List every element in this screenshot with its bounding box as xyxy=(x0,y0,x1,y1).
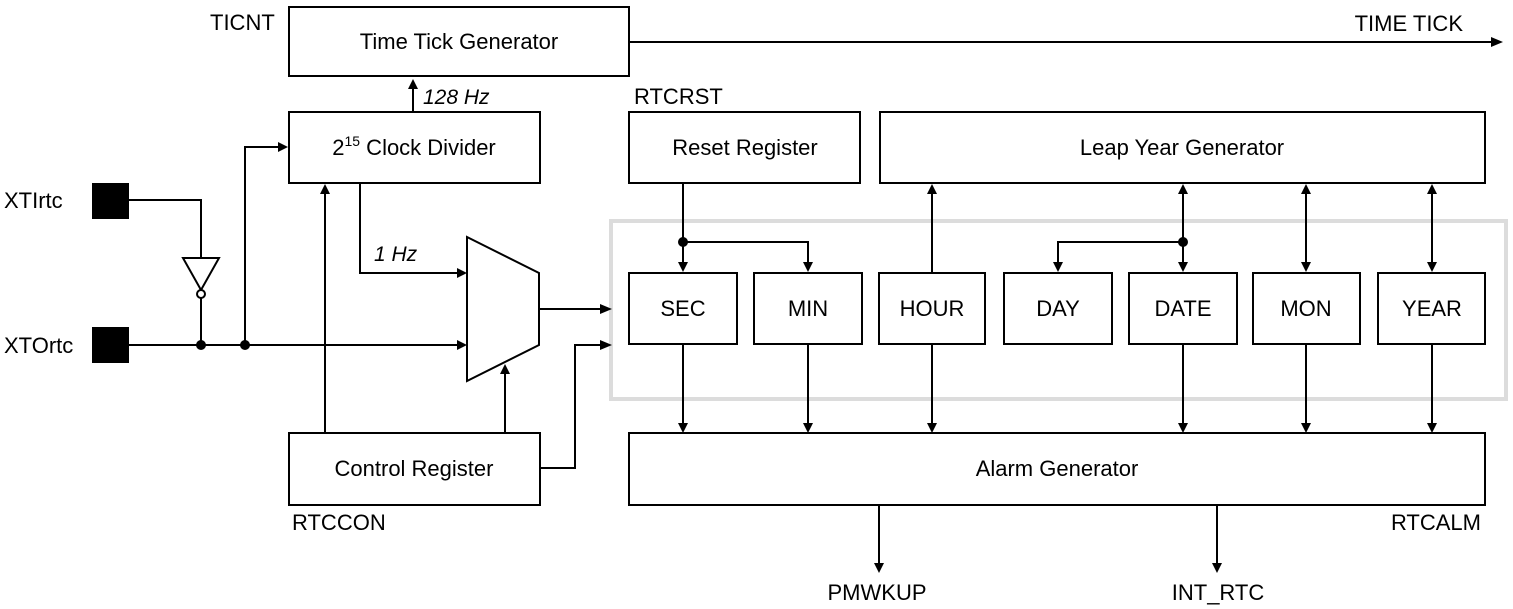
freq-128hz-label: 128 Hz xyxy=(423,86,490,109)
arrowheads xyxy=(278,37,1503,573)
mon-register-label: MON xyxy=(1280,296,1331,321)
reset-register-box xyxy=(628,111,861,184)
rtcalm-label: RTCALM xyxy=(1391,510,1481,535)
inverter-symbol xyxy=(181,257,221,299)
junction-dots xyxy=(196,237,1188,350)
rtcrst-label: RTCRST xyxy=(634,84,723,109)
day-register-box xyxy=(1003,272,1113,345)
xto-pad xyxy=(92,327,129,363)
date-register-box xyxy=(1128,272,1238,345)
control-register-box xyxy=(288,432,541,506)
reset-register-label: Reset Register xyxy=(672,135,818,160)
alarm-generator-box xyxy=(628,432,1486,506)
clock-mux xyxy=(466,235,540,383)
year-register-label: YEAR xyxy=(1402,296,1462,321)
leap-year-generator-box xyxy=(879,111,1486,184)
min-register-label: MIN xyxy=(788,296,828,321)
year-register-box xyxy=(1377,272,1486,345)
leap-year-generator-label: Leap Year Generator xyxy=(1080,135,1284,160)
sec-register-label: SEC xyxy=(660,296,705,321)
mon-register-box xyxy=(1252,272,1361,345)
counter-group-outline xyxy=(609,219,1508,401)
xto-pin-label: XTOrtc xyxy=(4,333,73,358)
min-register-box xyxy=(753,272,863,345)
clock-divider-exponent: 15 xyxy=(344,133,360,149)
clock-divider-label: 215 Clock Divider xyxy=(332,133,496,160)
xti-pin-label: XTIrtc xyxy=(4,188,63,213)
clock-divider-box xyxy=(288,111,541,184)
control-register-label: Control Register xyxy=(335,456,494,481)
int-rtc-label: INT_RTC xyxy=(1172,580,1265,605)
hour-register-label: HOUR xyxy=(900,296,965,321)
time-tick-generator-label: Time Tick Generator xyxy=(360,29,558,54)
sec-register-box xyxy=(628,272,738,345)
hour-register-box xyxy=(878,272,986,345)
time-tick-signal-label: TIME TICK xyxy=(1355,11,1464,36)
time-tick-generator-box xyxy=(288,6,630,77)
freq-1hz-label: 1 Hz xyxy=(374,243,418,266)
connection-wires xyxy=(128,41,1492,563)
pmwkup-label: PMWKUP xyxy=(828,580,927,605)
rtccon-label: RTCCON xyxy=(292,510,386,535)
date-register-label: DATE xyxy=(1154,296,1211,321)
alarm-generator-label: Alarm Generator xyxy=(976,456,1139,481)
xti-pad xyxy=(92,183,129,219)
day-register-label: DAY xyxy=(1036,296,1080,321)
ticnt-label: TICNT xyxy=(210,10,275,35)
